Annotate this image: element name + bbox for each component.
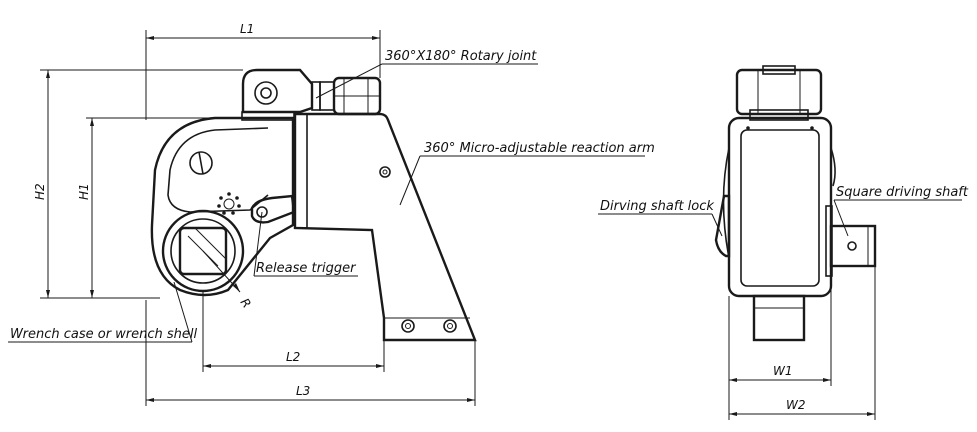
reaction-arm — [293, 112, 477, 342]
dim-W2: W2 — [786, 398, 806, 412]
label-wrench-case: Wrench case or wrench shell — [10, 327, 198, 342]
dim-L2: L2 — [286, 350, 300, 364]
dim-H2: H2 — [33, 183, 47, 200]
label-release-trigger: Release trigger — [256, 261, 357, 276]
label-square-driving-shaft: Square driving shaft — [836, 185, 969, 200]
dim-L3: L3 — [296, 384, 310, 398]
label-reaction-arm: 360° Micro-adjustable reaction arm — [424, 141, 655, 156]
side-view: L1 H2 H1 L2 L3 R 360°X180° Rotary joint … — [8, 22, 655, 406]
dim-H1: H1 — [77, 183, 91, 200]
dim-L1: L1 — [240, 22, 254, 36]
side-dimensions — [40, 30, 476, 406]
dim-W1: W1 — [773, 364, 793, 378]
rotary-joint — [241, 68, 382, 121]
dim-R: R — [238, 296, 254, 311]
front-view: W1 W2 Dirving shaft lock Square driving … — [598, 65, 969, 420]
side-callouts — [8, 63, 645, 343]
label-rotary-joint: 360°X180° Rotary joint — [385, 49, 537, 64]
label-driving-shaft-lock: Dirving shaft lock — [600, 199, 714, 214]
